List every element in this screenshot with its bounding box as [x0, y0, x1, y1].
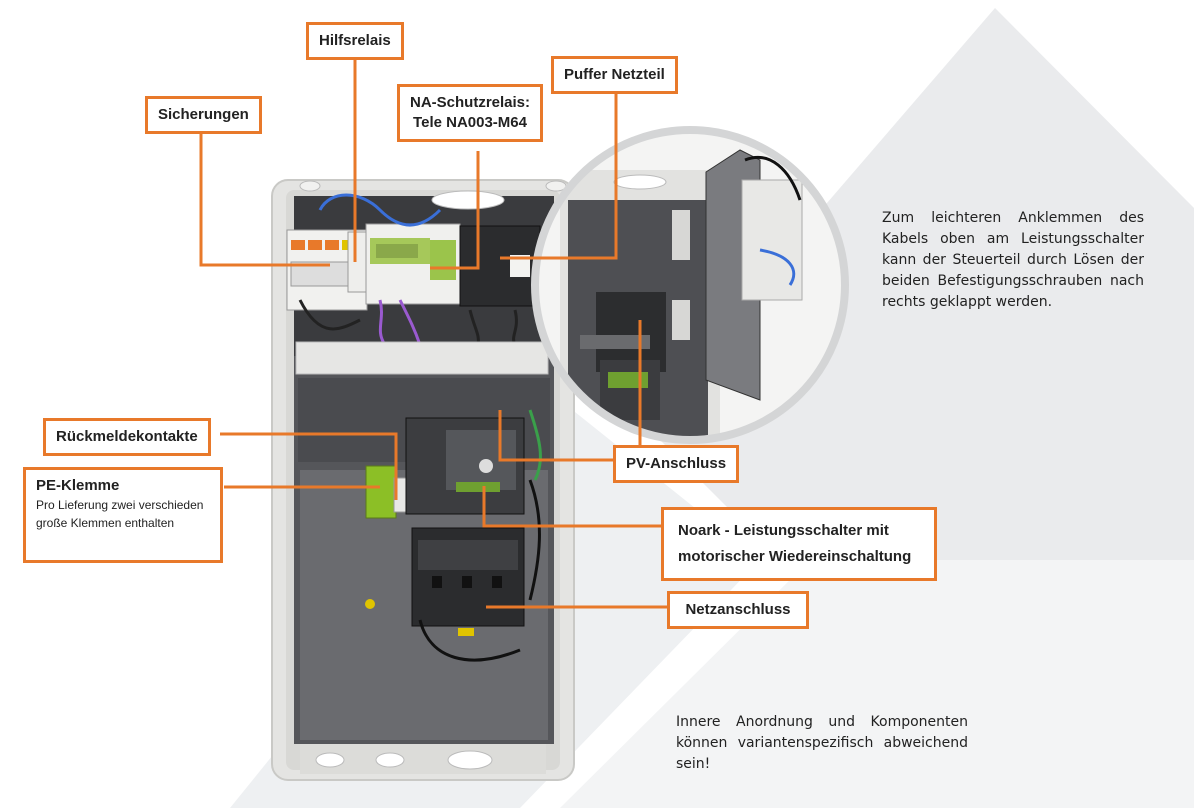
label-sicherungen: Sicherungen	[145, 96, 262, 134]
label-rueckmeldekontakte: Rückmeldekontakte	[43, 418, 211, 456]
label-pe-sub1: Pro Lieferung zwei verschieden	[36, 498, 204, 512]
note-top: Zum leichteren Anklemmen des Kabels oben…	[882, 208, 1144, 313]
note-bottom-line: können variantenspezifisch abweichend	[676, 735, 968, 751]
label-noark-line1: Noark - Leistungsschalter mit	[678, 522, 889, 539]
label-noark-line2: motorischer Wiedereinschaltung	[678, 548, 912, 565]
note-top-line: kann der Steuerteil durch Lösen der	[882, 252, 1144, 268]
note-bottom-line: Innere Anordnung und Komponenten	[676, 714, 968, 730]
label-na-line1: NA-Schutzrelais:	[410, 94, 531, 111]
label-na-schutzrelais: NA-Schutzrelais: Tele NA003-M64	[397, 84, 544, 142]
cable-duct	[295, 341, 549, 375]
circuit-breaker	[405, 417, 525, 515]
note-top-line: Kabels oben am Leistungsschalter	[882, 231, 1144, 247]
label-noark: Noark - Leistungsschalter mit motorische…	[661, 507, 937, 581]
label-pe-sub2: große Klemmen enthalten	[36, 516, 175, 530]
label-pv-anschluss: PV-Anschluss	[613, 445, 740, 483]
label-puffer-netzteil: Puffer Netzteil	[551, 56, 678, 94]
note-bottom: Innere Anordnung und Komponenten können …	[676, 712, 968, 775]
mains-connection-block	[411, 527, 525, 636]
na-relay-device	[365, 223, 461, 305]
note-top-line: beiden Befestigungsschrauben nach	[882, 273, 1144, 289]
label-pe-klemme: PE-Klemme Pro Lieferung zwei verschieden…	[23, 467, 223, 563]
label-netzanschluss: Netzanschluss	[667, 591, 809, 629]
note-bottom-line: sein!	[676, 756, 711, 772]
label-hilfsrelais: Hilfsrelais	[306, 22, 404, 60]
note-top-line: rechts geklappt werden.	[882, 294, 1053, 310]
note-top-line: Zum leichteren Anklemmen des	[882, 210, 1144, 226]
label-pe-title: PE-Klemme	[36, 477, 120, 494]
label-na-line2: Tele NA003-M64	[413, 114, 527, 131]
pe-terminal	[365, 465, 397, 519]
